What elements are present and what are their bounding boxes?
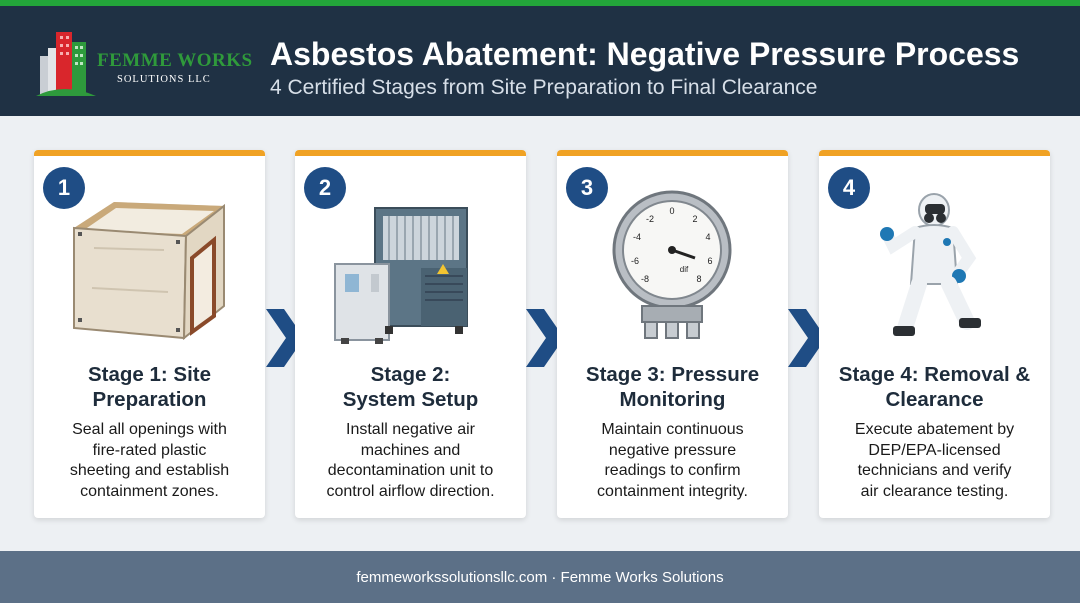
stage-title-line-1: Stage 2: <box>370 363 451 386</box>
stage-card-3: 3 0 2 4 6 8 -8 -6 -4 -2 dif Stage 3: Pre… <box>557 150 788 518</box>
gauge-unit-label: dif <box>680 265 689 274</box>
stage-description: Execute abatement by DEP/EPA-licensed te… <box>827 420 1042 502</box>
stage-title: Stage 2: System Setup <box>295 362 526 412</box>
desc-line: sheeting and establish <box>69 462 230 479</box>
desc-line: DEP/EPA-licensed <box>868 441 1001 459</box>
company-logo-icon <box>36 32 96 96</box>
page-title: Asbestos Abatement: Negative Pressure Pr… <box>270 36 1020 72</box>
gauge-tick-label: 4 <box>705 232 710 242</box>
stage-title-line-2: Preparation <box>92 388 207 411</box>
stage-description: Seal all openings with fire-rated plasti… <box>42 420 257 502</box>
brand-tagline: SOLUTIONS LLC <box>117 74 211 85</box>
page-subtitle: 4 Certified Stages from Site Preparation… <box>270 76 818 99</box>
desc-line: air clearance testing. <box>860 482 1009 500</box>
card-accent-bar <box>819 150 1050 156</box>
desc-line: containment integrity. <box>597 482 748 500</box>
gauge-tick-label: 2 <box>692 214 697 224</box>
gauge-tick-label: 0 <box>669 206 674 216</box>
desc-line: technicians and verify <box>857 462 1012 479</box>
desc-line: decontamination unit to <box>327 462 494 479</box>
pressure-gauge-icon: 0 2 4 6 8 -8 -6 -4 -2 dif <box>612 190 732 339</box>
desc-line: control airflow direction. <box>326 482 495 500</box>
footer: femmeworkssolutionsllc.com · Femme Works… <box>0 551 1080 603</box>
gauge-tick-label: 6 <box>707 256 712 266</box>
stage-description: Install negative air machines and decont… <box>303 420 518 502</box>
negative-air-machine-icon <box>334 207 468 344</box>
stage-title-line-2: Monitoring <box>619 388 726 411</box>
desc-line: Install negative air <box>346 421 475 438</box>
gauge-tick-label: -6 <box>631 256 639 266</box>
hazmat-technician-icon <box>880 193 981 336</box>
stage-title-line-2: Clearance <box>885 388 984 411</box>
stage-number-badge: 4 <box>828 167 870 209</box>
stage-card-2: 2 Stage 2: System Setup Install negative… <box>295 150 526 518</box>
stage-card-1: 1 Stage 1: Site Preparation Seal all ope… <box>34 150 265 518</box>
desc-line: Execute abatement by <box>854 421 1015 438</box>
desc-line: machines and <box>360 441 461 459</box>
desc-line: fire-rated plastic <box>92 441 207 459</box>
desc-line: readings to confirm <box>604 462 741 479</box>
stage-number-badge: 1 <box>43 167 85 209</box>
card-accent-bar <box>295 150 526 156</box>
stage-card-4: 4 Stage 4: Removal & Clearance Execute a… <box>819 150 1050 518</box>
stage-title: Stage 4: Removal & Clearance <box>819 362 1050 412</box>
top-accent-line <box>0 0 1080 6</box>
containment-enclosure-icon <box>73 202 225 341</box>
stage-number-badge: 2 <box>304 167 346 209</box>
stage-title-line-2: System Setup <box>342 388 479 411</box>
brand-name: FEMME WORKS <box>97 50 253 71</box>
desc-line: Maintain continuous <box>601 421 744 438</box>
chevron-right-icon <box>526 309 564 367</box>
stage-description: Maintain continuous negative pressure re… <box>565 420 780 502</box>
chevron-right-icon <box>788 309 826 367</box>
stage-title-line-1: Stage 1: Site <box>87 363 212 386</box>
card-accent-bar <box>34 150 265 156</box>
gauge-tick-label: 8 <box>696 274 701 284</box>
stage-title-line-1: Stage 3: Pressure <box>585 363 760 386</box>
header: FEMME WORKS SOLUTIONS LLC Asbestos Abate… <box>0 6 1080 116</box>
gauge-tick-label: -4 <box>633 232 641 242</box>
desc-line: Seal all openings with <box>72 421 227 438</box>
gauge-tick-label: -8 <box>641 274 649 284</box>
card-accent-bar <box>557 150 788 156</box>
gauge-tick-label: -2 <box>646 214 654 224</box>
footer-text: femmeworkssolutionsllc.com · Femme Works… <box>356 569 724 586</box>
stage-title: Stage 1: Site Preparation <box>34 362 265 412</box>
stage-title: Stage 3: Pressure Monitoring <box>557 362 788 412</box>
desc-line: negative pressure <box>608 441 737 459</box>
stage-title-line-1: Stage 4: Removal & <box>838 363 1031 386</box>
stage-number-badge: 3 <box>566 167 608 209</box>
desc-line: containment zones. <box>80 482 219 500</box>
